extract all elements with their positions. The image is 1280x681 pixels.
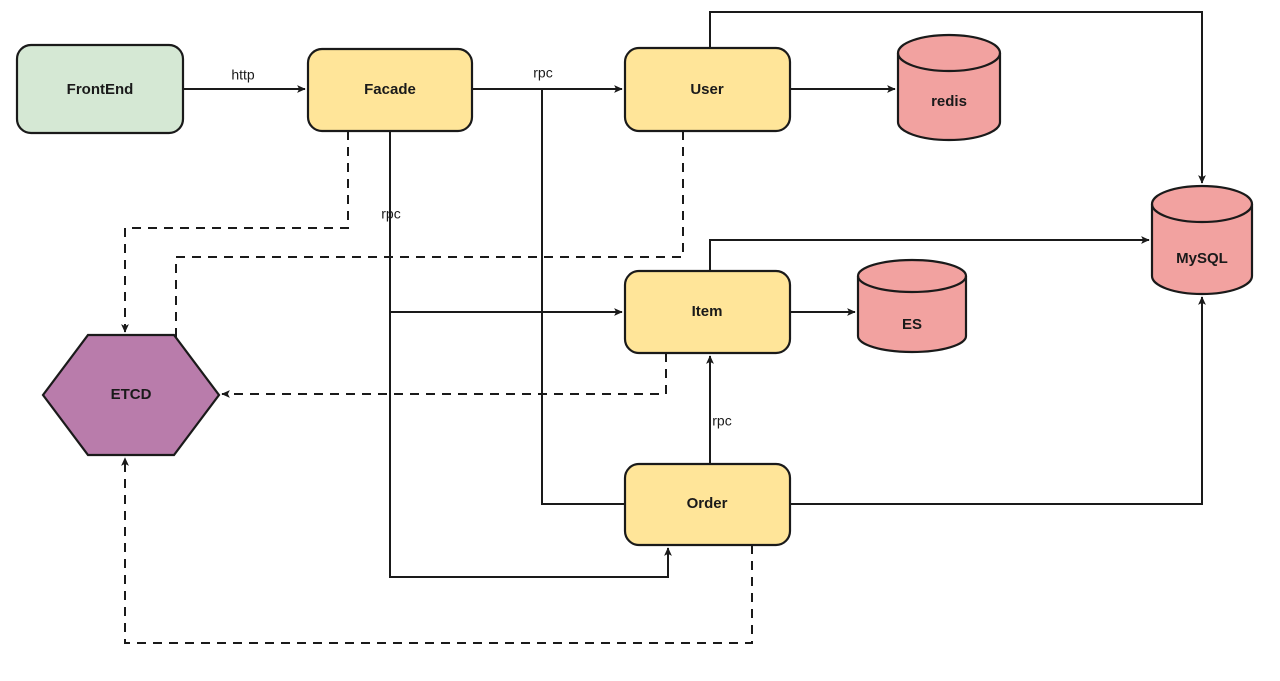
edge-label-rpc-order-item: rpc xyxy=(712,413,731,429)
edge-label-rpc-facade-user: rpc xyxy=(533,65,552,81)
edge-order-to-facade xyxy=(389,312,672,578)
edge-order-to-etcd xyxy=(121,457,753,644)
edge-item-to-mysql xyxy=(709,236,1150,271)
edge-user-to-mysql xyxy=(709,11,1206,184)
edge-item-to-etcd xyxy=(221,353,667,398)
edge-label-http: http xyxy=(231,67,255,83)
edge-user-to-etcd xyxy=(172,131,684,354)
edge-label-rpc-facade-item: rpc xyxy=(381,206,400,222)
node-redis[interactable]: redis xyxy=(896,33,1002,142)
edge-order-to-mysql xyxy=(790,296,1206,505)
node-etcd[interactable]: ETCD xyxy=(41,333,221,457)
node-facade[interactable]: Facade xyxy=(306,47,474,133)
edge-facade-to-item xyxy=(389,131,623,316)
node-frontend[interactable]: FrontEnd xyxy=(15,43,185,135)
node-order[interactable]: Order xyxy=(623,462,792,547)
edge-facade-to-order xyxy=(541,89,625,505)
node-user[interactable]: User xyxy=(623,46,792,133)
edge-facade-to-etcd xyxy=(121,131,349,333)
node-item[interactable]: Item xyxy=(623,269,792,355)
node-mysql[interactable]: MySQL xyxy=(1150,184,1254,296)
node-es[interactable]: ES xyxy=(856,258,968,354)
